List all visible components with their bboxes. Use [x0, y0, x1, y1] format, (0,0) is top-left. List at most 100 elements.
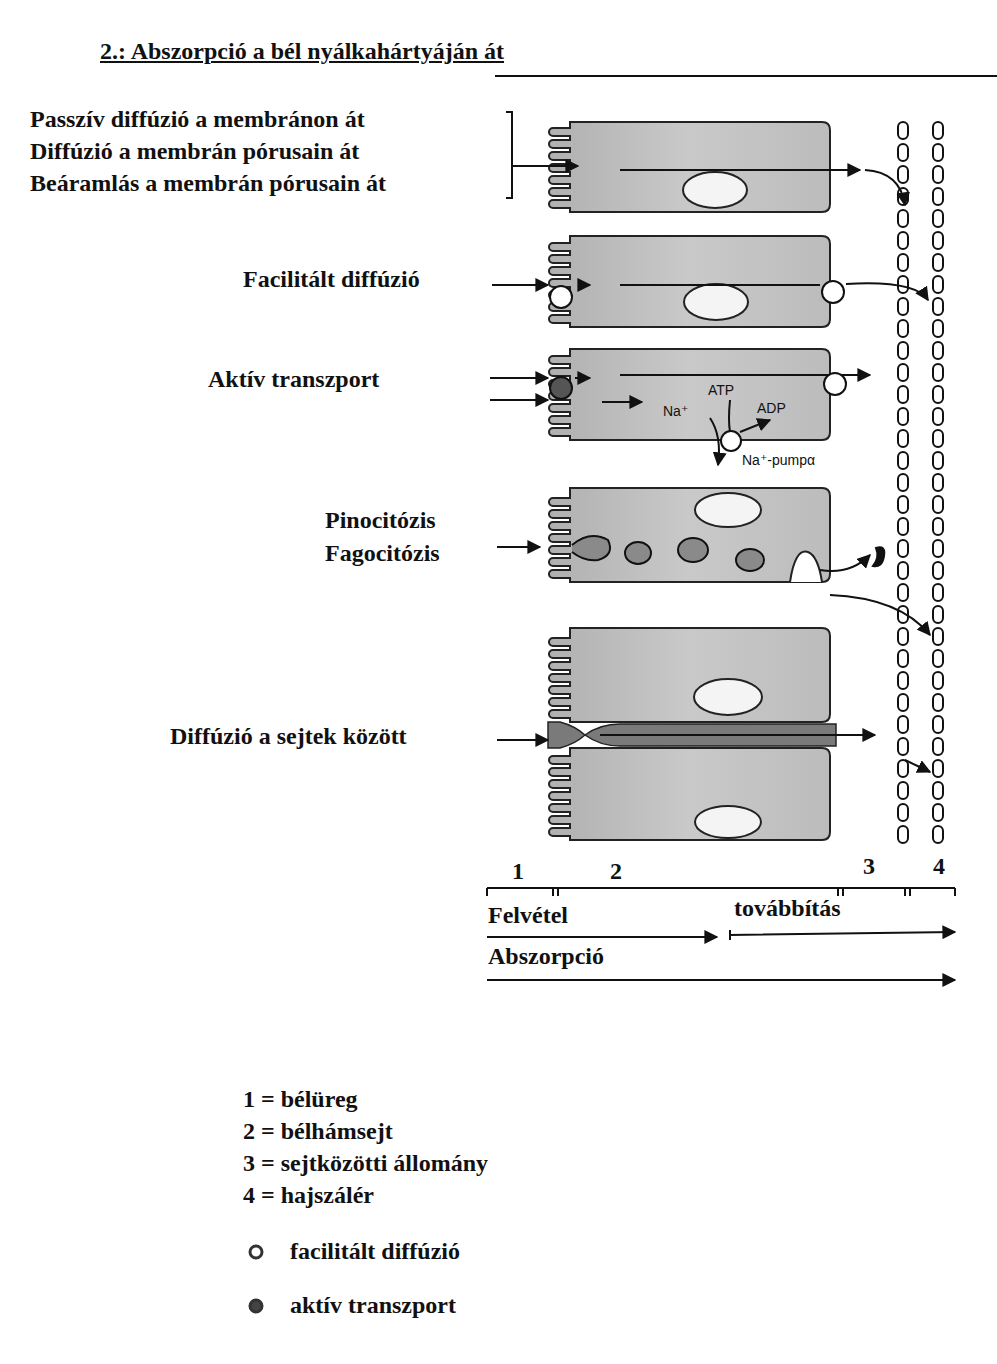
carrier-symbol — [250, 1246, 262, 1258]
zone-number: 4 — [933, 853, 945, 881]
epithelial-cell — [549, 349, 830, 440]
nucleus — [684, 284, 748, 320]
capillary-wall — [898, 474, 908, 491]
nucleus — [695, 493, 761, 527]
capillary-wall — [933, 342, 943, 359]
capillary-wall — [898, 584, 908, 601]
mechanism-label: Diffúzió a sejtek között — [170, 723, 407, 751]
capillary-wall — [933, 804, 943, 821]
capillary-wall — [898, 782, 908, 799]
capillary-wall — [898, 276, 908, 293]
capillary-wall — [898, 232, 908, 249]
capillary-wall — [933, 364, 943, 381]
capillary-wall — [933, 716, 943, 733]
capillary-wall — [933, 166, 943, 183]
capillary-wall — [898, 716, 908, 733]
phase-label: továbbítás — [734, 895, 841, 923]
legend-row: aktív transzport — [246, 1292, 456, 1319]
capillary-wall — [898, 166, 908, 183]
key-entry: 1 = bélüreg — [243, 1086, 358, 1114]
ion-label: ATP — [708, 382, 734, 398]
capillary-wall — [933, 738, 943, 755]
capillary-wall — [933, 650, 943, 667]
capillary-wall — [898, 408, 908, 425]
legend-symbol — [246, 1242, 266, 1262]
capillary-wall — [898, 364, 908, 381]
capillary-wall — [933, 188, 943, 205]
zone-number: 1 — [512, 858, 524, 886]
epithelial-cell — [549, 748, 830, 840]
legend-symbol — [246, 1296, 266, 1316]
capillary-wall — [933, 474, 943, 491]
capillary-wall — [898, 210, 908, 227]
zone-number: 3 — [863, 853, 875, 881]
capillary-wall — [933, 430, 943, 447]
mechanism-label: Fagocitózis — [325, 540, 440, 568]
capillary-wall — [898, 496, 908, 513]
capillary-wall — [933, 210, 943, 227]
capillary-wall — [933, 386, 943, 403]
phase-label: Abszorpció — [488, 943, 604, 971]
legend-text: aktív transzport — [290, 1292, 456, 1319]
legend-text: facilitált diffúzió — [290, 1238, 460, 1265]
capillary-wall — [898, 694, 908, 711]
capillary-wall — [898, 320, 908, 337]
capillary-wall — [898, 760, 908, 777]
exocytosis-notch — [790, 552, 822, 582]
carrier-symbol — [250, 1300, 262, 1312]
capillary-wall — [898, 144, 908, 161]
epithelial-cell — [549, 236, 830, 327]
capillary-wall — [898, 738, 908, 755]
capillary-wall — [933, 232, 943, 249]
mechanism-label: Aktív transzport — [208, 366, 379, 394]
capillary-wall — [898, 826, 908, 843]
mechanism-label: Beáramlás a membrán pórusain át — [30, 170, 386, 198]
capillary-wall — [933, 672, 943, 689]
capillary-wall — [898, 518, 908, 535]
capillary-wall — [933, 320, 943, 337]
capillary-wall — [898, 650, 908, 667]
epithelial-cell — [549, 122, 830, 212]
capillary-wall — [933, 254, 943, 271]
capillary-wall — [933, 276, 943, 293]
capillary-wall — [898, 628, 908, 645]
zone-number: 2 — [610, 858, 622, 886]
capillary-wall — [898, 122, 908, 139]
capillary-wall — [898, 452, 908, 469]
key-entry: 4 = hajszálér — [243, 1182, 374, 1210]
key-entry: 2 = bélhámsejt — [243, 1118, 393, 1146]
epithelial-cell — [549, 628, 830, 722]
epithelial-cell — [549, 488, 830, 582]
capillary-wall — [898, 430, 908, 447]
capillary-wall — [933, 694, 943, 711]
capillary-wall — [933, 122, 943, 139]
capillary-wall — [933, 562, 943, 579]
legend-row: facilitált diffúzió — [246, 1238, 460, 1265]
ion-label: ADP — [757, 400, 786, 416]
capillary-wall — [898, 562, 908, 579]
capillary-wall — [898, 298, 908, 315]
active-transport-cell: Na⁺ ATP ADP — [545, 349, 833, 441]
mechanism-label: Passzív diffúzió a membránon át — [30, 106, 365, 134]
capillary-wall — [898, 254, 908, 271]
mechanism-label: Pinocitózis — [325, 507, 436, 535]
capillary-wall — [933, 584, 943, 601]
capillary-wall — [898, 672, 908, 689]
nucleus — [695, 806, 761, 838]
capillary-wall — [933, 408, 943, 425]
capillary-wall — [933, 496, 943, 513]
capillary-wall — [933, 144, 943, 161]
capillary-wall — [933, 518, 943, 535]
capillary-wall — [933, 298, 943, 315]
capillary-wall — [898, 540, 908, 557]
ion-label: Na⁺ — [663, 403, 688, 419]
capillary-wall — [933, 760, 943, 777]
capillary-wall — [898, 804, 908, 821]
capillary-wall — [898, 342, 908, 359]
key-entry: 3 = sejtközötti állomány — [243, 1150, 488, 1178]
mechanism-label: Facilitált diffúzió — [243, 266, 420, 294]
capillary-wall — [933, 826, 943, 843]
nucleus — [694, 679, 762, 715]
capillary-wall — [898, 386, 908, 403]
